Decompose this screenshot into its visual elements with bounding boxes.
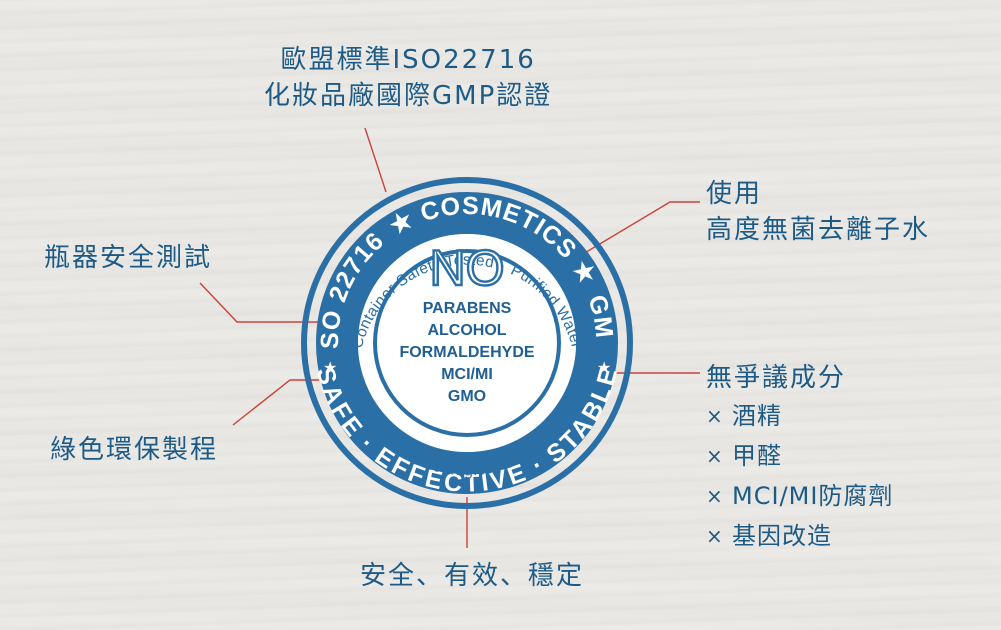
- list-item: × 甲醛: [706, 436, 893, 476]
- list-item-label: MCI/MI防腐劑: [732, 482, 894, 510]
- x-icon: ×: [706, 404, 724, 428]
- certification-seal: ISO 22716★ COSMETICS ★GMP SAFE · EFFECTI…: [297, 173, 633, 509]
- x-icon: ×: [706, 524, 724, 548]
- list-item: × 基因改造: [706, 516, 893, 556]
- label-water-line1: 使用: [706, 179, 763, 209]
- list-item: × 酒精: [706, 396, 893, 436]
- seal-inner-disc: [358, 234, 576, 452]
- label-bottle-test: 瓶器安全測試: [44, 243, 213, 273]
- list-item-label: 酒精: [732, 402, 782, 430]
- seal-item-2: FORMALDEHYDE: [399, 344, 534, 361]
- list-item-label: 基因改造: [732, 522, 832, 550]
- seal-item-0: PARABENS: [423, 300, 512, 317]
- label-iso-line1: 歐盟標準ISO22716: [280, 45, 536, 75]
- seal-item-4: GMO: [448, 388, 486, 405]
- label-green-process: 綠色環保製程: [50, 435, 219, 465]
- label-iso-line2: 化妝品廠國際GMP認證: [264, 81, 553, 111]
- leader-iso: [364, 127, 387, 193]
- label-water-line2: 高度無菌去離子水: [706, 215, 931, 245]
- no-ingredients-list: 無爭議成分 × 酒精 × 甲醛 × MCI/MI防腐劑 × 基因改造: [706, 360, 893, 556]
- seal-star-right: ★: [597, 358, 611, 377]
- seal-star-left: ★: [323, 358, 337, 377]
- seal-center-no: NO: [430, 240, 505, 296]
- seal-inner-ring: [373, 249, 561, 437]
- no-list-title: 無爭議成分: [706, 363, 847, 393]
- list-item-label: 甲醛: [732, 442, 782, 470]
- seal-outer-ring: [301, 177, 633, 509]
- label-safe: 安全、有效、穩定: [360, 561, 585, 591]
- seal-inner-dot: ·: [498, 257, 509, 275]
- label-water: 使用 高度無菌去離子水: [706, 176, 930, 248]
- leader-water: [582, 201, 700, 255]
- seal-item-3: MCI/MI: [441, 366, 493, 383]
- x-icon: ×: [706, 484, 724, 508]
- seal-band: [316, 192, 618, 494]
- seal-item-1: ALCOHOL: [427, 322, 506, 339]
- x-icon: ×: [706, 444, 724, 468]
- label-iso-cert: 歐盟標準ISO22716 化妝品廠國際GMP認證: [264, 42, 552, 114]
- leader-bottle: [199, 282, 348, 323]
- list-item: × MCI/MI防腐劑: [706, 476, 893, 516]
